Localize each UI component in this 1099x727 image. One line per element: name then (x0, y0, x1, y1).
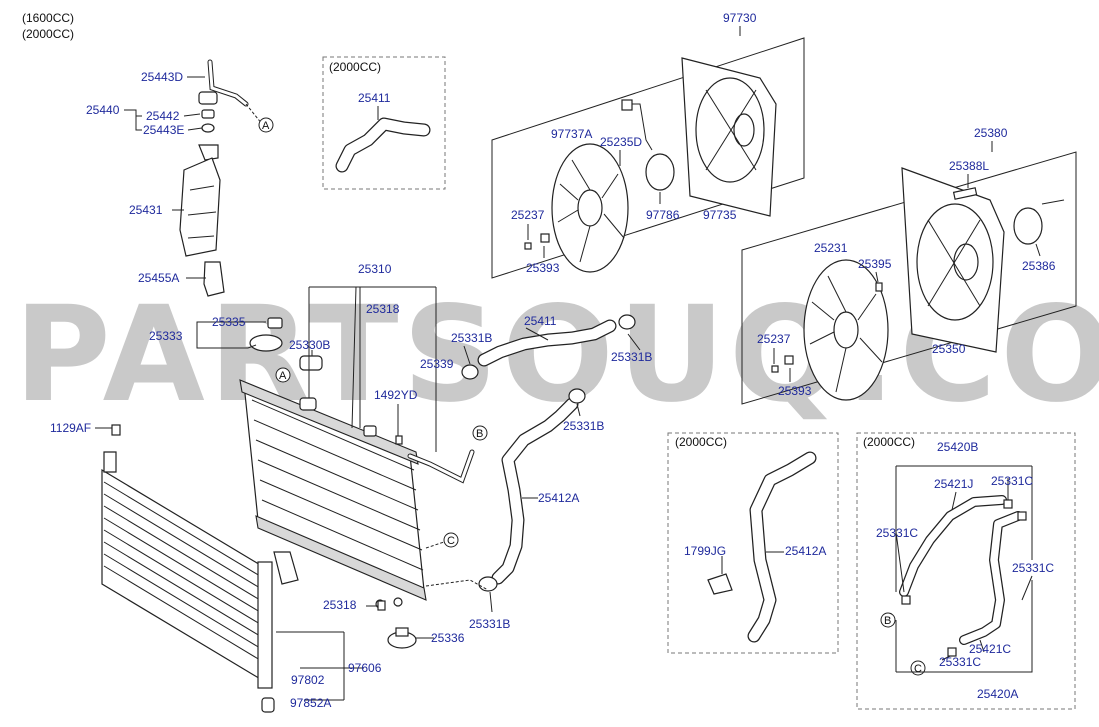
part-25339[interactable]: 25339 (420, 357, 454, 371)
part-25331C-1[interactable]: 25331C (991, 474, 1033, 488)
hose-25421C-drawing (959, 511, 1023, 645)
header-line-1: (1600CC) (22, 11, 74, 25)
part-25380[interactable]: 25380 (974, 126, 1008, 140)
part-25411[interactable]: 25411 (524, 314, 557, 328)
part-25421J[interactable]: 25421J (934, 477, 973, 491)
part-25237-b[interactable]: 25237 (757, 332, 791, 346)
ref-letter-b2: B (884, 615, 891, 627)
part-25412A-alt[interactable]: 25412A (785, 544, 826, 558)
part-1799JG[interactable]: 1799JG (684, 544, 726, 558)
condenser-drawing (101, 424, 299, 713)
reservoir-bracket-drawing (203, 261, 225, 297)
part-25350[interactable]: 25350 (932, 342, 966, 356)
part-25333[interactable]: 25333 (149, 329, 183, 343)
ref-letter-a: A (262, 120, 270, 132)
part-25318-bottom[interactable]: 25318 (323, 598, 357, 612)
reservoir-cap-drawing (198, 91, 218, 105)
part-25235D[interactable]: 25235D (600, 135, 642, 149)
part-25331C-4[interactable]: 25331C (939, 655, 981, 669)
part-25431[interactable]: 25431 (129, 203, 163, 217)
part-25331B-3[interactable]: 25331B (563, 419, 604, 433)
part-25237-a[interactable]: 25237 (511, 208, 545, 222)
clamp-25339-drawing (461, 364, 479, 380)
part-25331C-3[interactable]: 25331C (1012, 561, 1054, 575)
cap-25335-drawing (267, 317, 283, 329)
part-25331B-2[interactable]: 25331B (611, 350, 652, 364)
part-25388L[interactable]: 25388L (949, 159, 989, 173)
ref-circle-b (472, 425, 488, 441)
part-25420A[interactable]: 25420A (977, 687, 1018, 701)
box-25380 (741, 151, 1077, 405)
plate-25333-drawing (249, 334, 283, 352)
part-25386[interactable]: 25386 (1022, 259, 1056, 273)
part-25231[interactable]: 25231 (814, 241, 848, 255)
radiator-drawing (239, 379, 427, 609)
part-25393-b[interactable]: 25393 (778, 384, 812, 398)
part-97852A[interactable]: 97852A (290, 696, 331, 710)
part-25455A[interactable]: 25455A (138, 271, 179, 285)
part-25330B[interactable]: 25330B (289, 338, 330, 352)
part-25412A[interactable]: 25412A (538, 491, 579, 505)
box-2000cc-mid-label: (2000CC) (675, 435, 727, 449)
box-2000cc-top (322, 56, 446, 190)
part-25443D[interactable]: 25443D (141, 70, 183, 84)
box-2000cc-right (856, 432, 1076, 710)
part-25420B[interactable]: 25420B (937, 440, 978, 454)
part-25331C-2[interactable]: 25331C (876, 526, 918, 540)
part-25442[interactable]: 25442 (146, 109, 180, 123)
part-1492YD[interactable]: 1492YD (374, 388, 418, 402)
box-2000cc-top-label: (2000CC) (329, 60, 381, 74)
part-97735[interactable]: 97735 (703, 208, 737, 222)
box-2000cc-mid (667, 432, 839, 654)
reservoir-group: A (124, 59, 274, 297)
part-25421C[interactable]: 25421C (969, 642, 1011, 656)
part-25411-top[interactable]: 25411 (358, 91, 391, 105)
ref-letter-c2: C (914, 663, 922, 675)
part-25336[interactable]: 25336 (431, 631, 465, 645)
motor-25386-drawing (1013, 207, 1043, 245)
ref-circle-b2 (880, 612, 896, 628)
part-25443E[interactable]: 25443E (143, 123, 184, 137)
ref-letter-b: B (476, 428, 483, 440)
cap-25330B-drawing (299, 355, 323, 371)
part-25331B-4[interactable]: 25331B (469, 617, 510, 631)
part-25310[interactable]: 25310 (358, 262, 392, 276)
part-25318-top[interactable]: 25318 (366, 302, 400, 316)
part-97802[interactable]: 97802 (291, 673, 325, 687)
part-1129AF[interactable]: 1129AF (50, 421, 91, 435)
part-25395[interactable]: 25395 (858, 257, 892, 271)
plug-25318-drawing (377, 600, 386, 611)
ref-circle-c (443, 532, 459, 548)
part-97786[interactable]: 97786 (646, 208, 680, 222)
part-97737A[interactable]: 97737A (551, 127, 592, 141)
part-25331B-1[interactable]: 25331B (451, 331, 492, 345)
part-97730[interactable]: 97730 (723, 11, 757, 25)
part-97606[interactable]: 97606 (348, 661, 382, 675)
header-line-2: (2000CC) (22, 27, 74, 41)
reservoir-tank-drawing (179, 157, 221, 257)
motor-97786-drawing (645, 153, 675, 191)
part-25393-a[interactable]: 25393 (526, 261, 560, 275)
ref-circle-a (258, 117, 274, 133)
part-25440[interactable]: 25440 (86, 103, 120, 117)
ref-circle-a2 (275, 367, 291, 383)
part-25335[interactable]: 25335 (212, 315, 246, 329)
bolt-1492YD-drawing (395, 435, 403, 445)
clip-1799JG-drawing (707, 573, 733, 595)
box-2000cc-right-label: (2000CC) (863, 435, 915, 449)
ref-letter-c: C (447, 535, 455, 547)
ref-letter-a2: A (279, 370, 287, 382)
